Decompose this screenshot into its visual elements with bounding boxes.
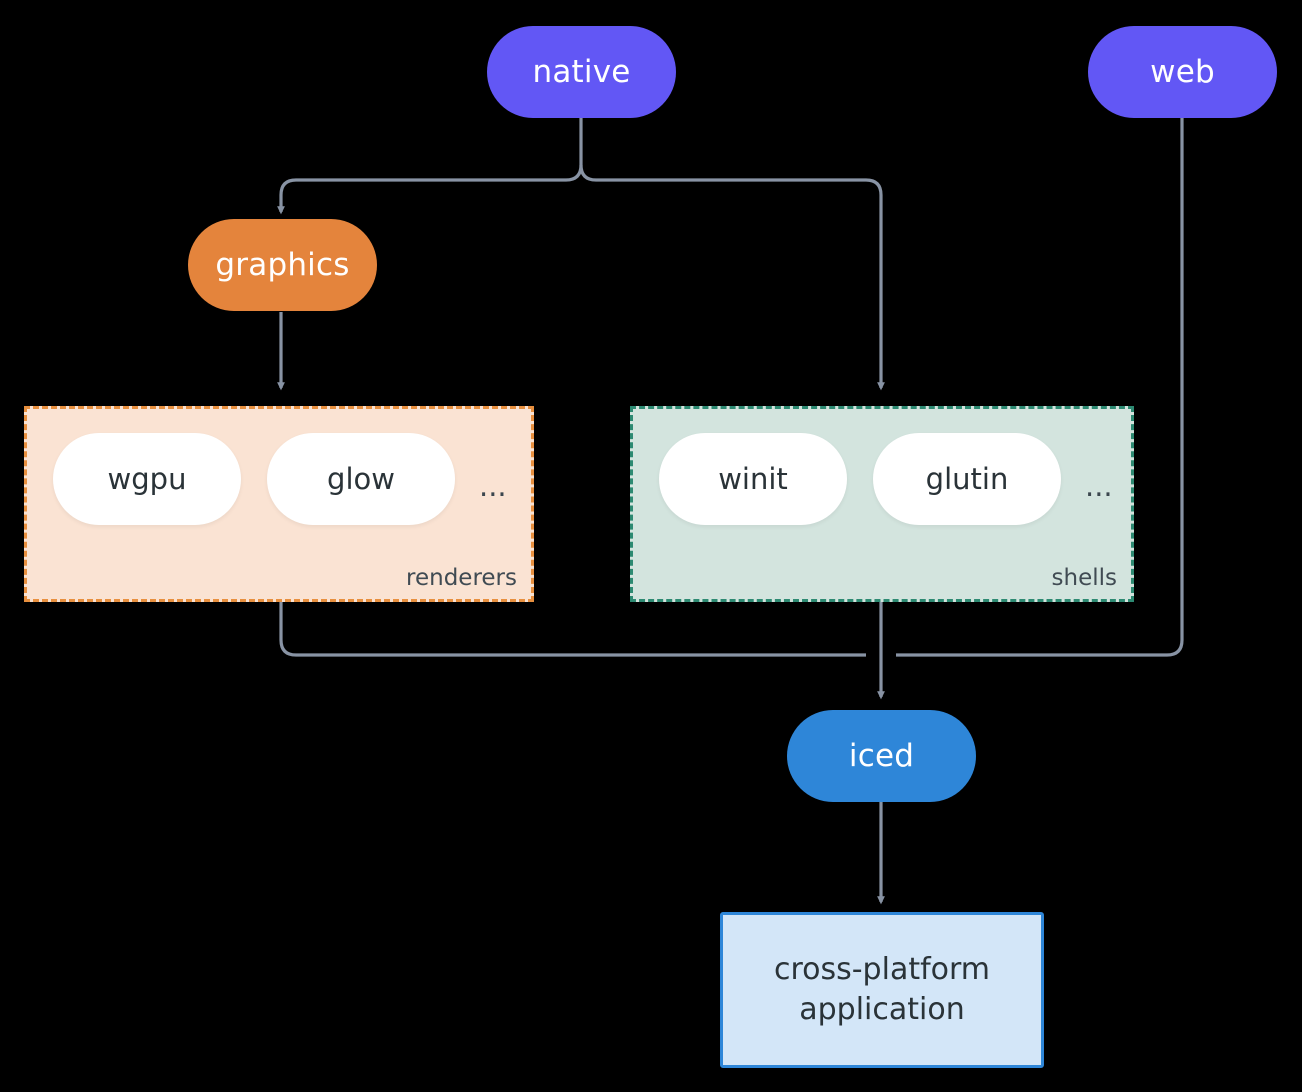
node-web[interactable]: web <box>1088 26 1277 118</box>
group-renderers: wgpu glow ... renderers <box>24 406 534 602</box>
group-renderers-item-wgpu[interactable]: wgpu <box>53 433 241 525</box>
group-shells-item-winit-label: winit <box>718 462 788 496</box>
node-web-label: web <box>1150 53 1215 90</box>
node-native-label: native <box>532 53 631 90</box>
edge-renderers-to-iced <box>279 602 866 657</box>
edge-native-to-shells <box>579 164 885 391</box>
node-application-line1: cross-platform <box>773 951 991 987</box>
group-shells-overflow-ellipsis: ... <box>1085 469 1113 503</box>
group-renderers-label: renderers <box>406 565 517 591</box>
group-renderers-overflow-ellipsis: ... <box>479 469 507 503</box>
edge-native-stem <box>565 118 583 182</box>
node-graphics[interactable]: graphics <box>188 219 377 311</box>
group-shells-item-glutin-label: glutin <box>925 462 1009 496</box>
group-shells-label: shells <box>1051 565 1117 591</box>
group-renderers-item-wgpu-label: wgpu <box>107 462 187 496</box>
group-renderers-item-glow[interactable]: glow <box>267 433 455 525</box>
node-application-line2: application <box>799 992 965 1027</box>
group-shells: winit glutin ... shells <box>630 406 1134 602</box>
group-renderers-item-glow-label: glow <box>327 462 395 496</box>
node-native[interactable]: native <box>487 26 676 118</box>
group-shells-item-winit[interactable]: winit <box>659 433 847 525</box>
node-iced[interactable]: iced <box>787 710 976 802</box>
node-application[interactable]: cross-platform application <box>720 912 1044 1068</box>
edge-native-to-graphics <box>277 178 566 215</box>
edge-web-to-iced <box>896 118 1184 657</box>
node-iced-label: iced <box>848 737 915 774</box>
group-shells-item-glutin[interactable]: glutin <box>873 433 1061 525</box>
node-graphics-label: graphics <box>215 246 350 283</box>
